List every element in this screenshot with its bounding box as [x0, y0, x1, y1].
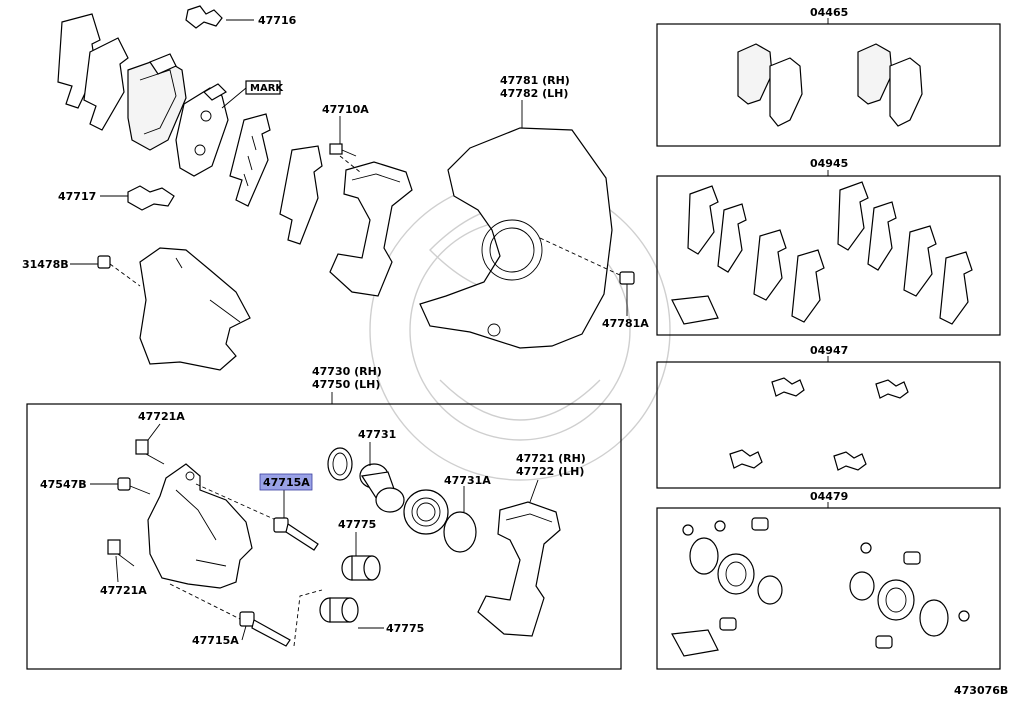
- kit-04945-shim-e[interactable]: [837, 181, 869, 251]
- kit-04947-clip-d[interactable]: [833, 451, 867, 471]
- kit-04479-boot-b[interactable]: [903, 551, 921, 565]
- kit-04479-cap-d[interactable]: [958, 610, 970, 622]
- kit-04479-cap-b[interactable]: [714, 520, 726, 532]
- kit-04479-bushing-b[interactable]: [875, 635, 893, 649]
- kit-04947-clip-c[interactable]: [729, 449, 763, 469]
- kit-04945-shim-g[interactable]: [903, 225, 937, 297]
- kit-box-04479: [656, 502, 1001, 670]
- kit-04479-seal-b[interactable]: [919, 599, 949, 637]
- brake-pad-shim-outer[interactable]: [57, 13, 129, 131]
- kit-box-04947: [656, 356, 1001, 489]
- pad-support-clip[interactable]: [127, 185, 175, 211]
- bracket-bolt-47710a[interactable]: [329, 143, 357, 157]
- brake-pad-inner[interactable]: [175, 83, 229, 177]
- kit-04479-seal-a[interactable]: [689, 537, 719, 575]
- brake-pad-outer[interactable]: [127, 53, 187, 151]
- piston-seal-47731a[interactable]: [443, 511, 477, 553]
- kit-04945-shim-a[interactable]: [687, 185, 719, 255]
- label-47722-lh[interactable]: 47722 (LH): [516, 465, 584, 478]
- label-47775-upper[interactable]: 47775: [338, 518, 376, 531]
- label-31478b[interactable]: 31478B: [22, 258, 69, 271]
- kit-04945-grease-pack[interactable]: [671, 295, 719, 325]
- kit-04479-cylinder-boot-a[interactable]: [717, 553, 755, 595]
- mark-label-box: MARK: [221, 80, 284, 109]
- label-47716[interactable]: 47716: [258, 14, 297, 27]
- label-47721-rh[interactable]: 47721 (RH): [516, 452, 586, 465]
- kit-box-04945: [656, 170, 1001, 336]
- label-47731[interactable]: 47731: [358, 428, 396, 441]
- kit-04479-cap-a[interactable]: [682, 524, 694, 536]
- kit-04465-pad-a[interactable]: [737, 43, 773, 105]
- slide-pin-47715a-lower[interactable]: [239, 611, 291, 647]
- kit-04479-cap-c[interactable]: [860, 542, 872, 554]
- diagram-id: 473076B: [954, 684, 1008, 697]
- kit-04479-bushing-a[interactable]: [719, 617, 737, 631]
- label-47721a-top[interactable]: 47721A: [138, 410, 185, 423]
- caliper-cylinder-body[interactable]: [139, 247, 251, 371]
- label-47781-rh[interactable]: 47781 (RH): [500, 74, 570, 87]
- mark-label: MARK: [250, 83, 284, 94]
- label-kit-04947[interactable]: 04947: [810, 344, 848, 357]
- bleeder-plug-31478b[interactable]: [97, 255, 111, 269]
- label-47717[interactable]: 47717: [58, 190, 96, 203]
- label-47715a-highlight: [259, 473, 313, 491]
- anti-squeal-shim[interactable]: [229, 113, 323, 245]
- kit-04479-ring-a[interactable]: [757, 575, 783, 605]
- dust-cover-bolt-47781a[interactable]: [619, 271, 635, 306]
- label-47781a[interactable]: 47781A: [602, 317, 649, 330]
- label-47782-lh[interactable]: 47782 (LH): [500, 87, 568, 100]
- label-47715a-highlighted[interactable]: 47715A: [263, 476, 310, 489]
- label-kit-04465[interactable]: 04465: [810, 6, 848, 19]
- label-47750-lh[interactable]: 47750 (LH): [312, 378, 380, 391]
- label-kit-04479[interactable]: 04479: [810, 490, 848, 503]
- kit-04479-ring-b[interactable]: [849, 571, 875, 601]
- bleeder-47547b[interactable]: [117, 477, 151, 495]
- label-47721a-bottom[interactable]: 47721A: [100, 584, 147, 597]
- kit-04479-boot-a[interactable]: [751, 517, 769, 531]
- label-47731a[interactable]: 47731A: [444, 474, 491, 487]
- kit-04479-grease-pack[interactable]: [671, 629, 719, 657]
- kit-04945-shim-f[interactable]: [867, 201, 897, 271]
- label-47730-rh[interactable]: 47730 (RH): [312, 365, 382, 378]
- caliper-mounting-bracket-upper[interactable]: [329, 161, 413, 297]
- caliper-assembly-frame: [26, 403, 622, 670]
- cylinder-boot[interactable]: [403, 489, 449, 535]
- slide-bushing-47775-upper[interactable]: [341, 555, 381, 581]
- cylinder-piston-47731[interactable]: [359, 463, 405, 513]
- slide-pin-47715a-upper[interactable]: [273, 517, 319, 551]
- label-47715a-bottom[interactable]: 47715A: [192, 634, 239, 647]
- caliper-housing[interactable]: [147, 463, 253, 589]
- kit-04947-clip-a[interactable]: [771, 377, 805, 397]
- caliper-bolt-47721a-lower[interactable]: [107, 539, 135, 567]
- kit-04465-pad-c[interactable]: [857, 43, 893, 105]
- kit-04947-clip-b[interactable]: [875, 379, 909, 399]
- kit-04945-shim-d[interactable]: [791, 249, 825, 323]
- kit-04945-shim-h[interactable]: [939, 251, 973, 325]
- kit-04479-cylinder-boot-b[interactable]: [877, 579, 915, 621]
- slide-bushing-47775-lower[interactable]: [319, 597, 359, 623]
- kit-box-04465: [656, 18, 1001, 147]
- caliper-mounting-bracket-lower[interactable]: [477, 501, 561, 637]
- disc-brake-dust-cover[interactable]: [419, 127, 623, 349]
- label-kit-04945[interactable]: 04945: [810, 157, 848, 170]
- kit-04465-pad-b[interactable]: [769, 57, 803, 127]
- piston-seal-ring[interactable]: [327, 447, 353, 481]
- label-47547b[interactable]: 47547B: [40, 478, 87, 491]
- caliper-bolt-47721a-upper[interactable]: [135, 439, 165, 465]
- label-47775-lower[interactable]: 47775: [386, 622, 424, 635]
- kit-04945-shim-b[interactable]: [717, 203, 747, 273]
- pad-wear-indicator-clip[interactable]: [185, 5, 223, 29]
- kit-04945-shim-c[interactable]: [753, 229, 787, 301]
- label-47710a[interactable]: 47710A: [322, 103, 369, 116]
- kit-04465-pad-d[interactable]: [889, 57, 923, 127]
